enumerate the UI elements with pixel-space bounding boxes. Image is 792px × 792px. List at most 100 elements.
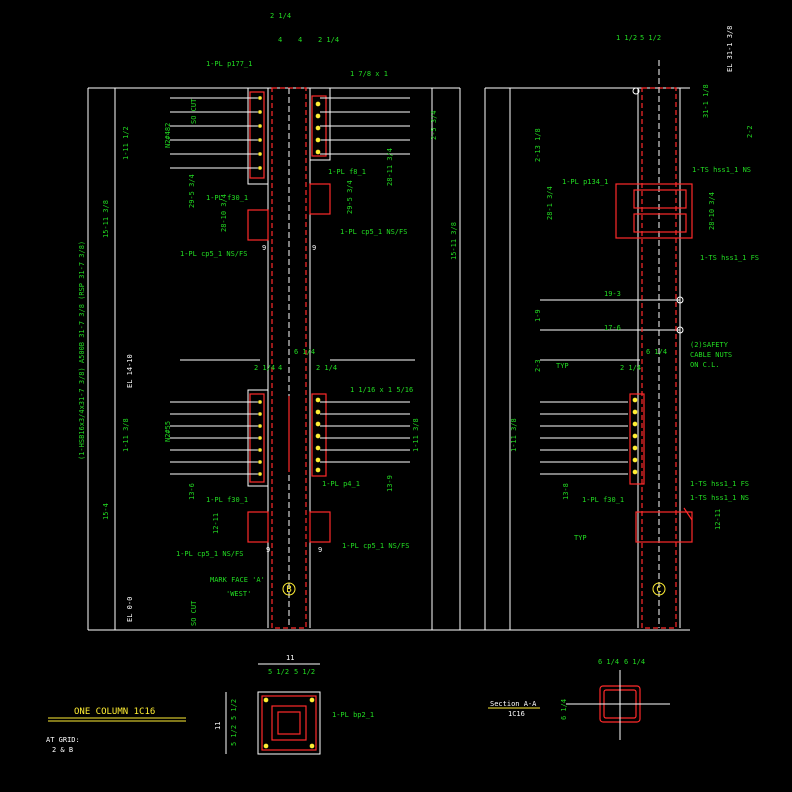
rvdim-0: 2-13 1/8 — [534, 128, 542, 162]
rvdim-1: 28-1 3/4 — [546, 186, 554, 220]
bolts-mid-label: N2#55 — [164, 421, 172, 442]
weld-2: 1 1/16 x 1 5/16 — [350, 386, 413, 394]
rdim-mid-2: 6 1/4 — [646, 348, 667, 356]
label-pl-bp2: 1-PL bp2_1 — [332, 711, 374, 719]
dim-mid-1: 2 1/4 — [254, 364, 275, 372]
el-bot-label: EL 0-0 — [126, 597, 134, 622]
frame-lines — [87, 87, 690, 631]
vdim-6: 15-4 — [102, 503, 110, 520]
weld-1: 1 7/8 x 1 — [350, 70, 388, 78]
el-top-right: EL 31-1 3/8 — [726, 26, 734, 72]
dim-end-1: 9 — [262, 244, 266, 252]
vdim-4: 1-11 3/8 — [122, 418, 130, 452]
drawing-title: ONE COLUMN 1C16 — [74, 707, 155, 717]
dim-end-2: 9 — [312, 244, 316, 252]
bolts-top-label: N2#482 — [164, 123, 172, 148]
grid-ids: 2 & B — [52, 746, 73, 754]
vdim-12: 1-11 3/8 — [412, 418, 420, 452]
el-top-label: EL 14-10 — [126, 354, 134, 388]
rvdim-3: 13-8 — [562, 483, 570, 500]
label-pl-f8: 1-PL f8_1 — [328, 168, 366, 176]
vdim-13: 13-9 — [386, 475, 394, 492]
grid-bubble-c-label: C — [656, 585, 661, 595]
label-pl-cp5-left-top: 1-PL cp5_1 NS/FS — [180, 250, 247, 258]
so-cut-top: SO CUT — [190, 98, 198, 124]
dim-mid-2: 4 — [278, 364, 282, 372]
hole-marker-icon-2 — [676, 326, 684, 334]
bp-dim-top-2: 5 1/2 — [294, 668, 315, 676]
vdim-10: 29-5 3/4 — [346, 180, 354, 214]
vdim-2: 28-10 3/4 — [220, 194, 228, 232]
label-pl-top: 1-PL p177_1 — [206, 60, 252, 68]
dim-2-2: 2-2 — [746, 125, 754, 138]
safety-note-1: (2)SAFETY — [690, 341, 729, 349]
dim-17-6: 17-6 — [604, 324, 621, 332]
right-column: C — [540, 60, 693, 629]
grid-bubble-b — [282, 582, 296, 596]
section-detail — [488, 670, 670, 740]
long-member-label: (1-HSB16x3/4x31-7 3/8) A500B 31-7 3/8 (R… — [78, 241, 86, 460]
sec-dim-1: 6 1/4 — [598, 658, 619, 666]
label-ts-fs: 1-TS hss1_1 FS — [700, 254, 759, 262]
vdim-7: 12-11 — [212, 513, 220, 534]
hole-marker-icon — [676, 296, 684, 304]
dim-top-3: 4 — [298, 36, 302, 44]
rvdim-2: 1-11 3/8 — [510, 418, 518, 452]
section-ref: 1C16 — [508, 710, 525, 718]
mark-face-dir: 'WEST' — [226, 590, 251, 598]
vdim-3: 15-11 3/8 — [102, 200, 110, 238]
sec-dim-3: 6 1/4 — [560, 699, 568, 720]
grid-bubble-c — [652, 582, 666, 596]
rdim-top-1: 1 1/2 — [616, 34, 637, 42]
bp-dim-left-total: 11 — [214, 722, 222, 730]
label-ts-ns-bot: 1-TS hss1_1 NS — [690, 494, 749, 502]
top-marker-icon — [632, 87, 640, 95]
left-column: B — [170, 87, 410, 629]
dim-end-4: 9 — [318, 546, 322, 554]
at-grid-label: AT GRID: — [46, 736, 80, 744]
vdim-11: 15-11 3/8 — [450, 222, 458, 260]
vdim-9: 28-11 3/4 — [386, 148, 394, 186]
vdim-0: 1-11 1/2 — [122, 126, 130, 160]
rdim-mid-1: 2 1/4 — [620, 364, 641, 372]
bolt-rows-top — [170, 97, 410, 169]
vdim-8: 2-5 3/4 — [430, 110, 438, 140]
dim-top-2: 4 — [278, 36, 282, 44]
rdim-top-2: 5 1/2 — [640, 34, 661, 42]
label-pl-p134: 1-PL p134_1 — [562, 178, 608, 186]
safety-note-3: ON C.L. — [690, 361, 720, 369]
bp-dim-top-total: 11 — [286, 654, 294, 662]
label-pl-f30-bot: 1-PL f30_1 — [206, 496, 248, 504]
dim-2-3: 2-3 — [534, 359, 542, 372]
typ-label-2: TYP — [574, 534, 587, 542]
dim-top-1: 2 1/4 — [270, 12, 291, 20]
label-ts-fs-bot: 1-TS hss1_1 FS — [690, 480, 749, 488]
mark-face-label: MARK FACE 'A' — [210, 576, 265, 584]
grid-bubble-b-label: B — [286, 585, 291, 595]
label-ts-ns: 1-TS hss1_1 NS — [692, 166, 751, 174]
dim-19-3: 19-3 — [604, 290, 621, 298]
label-pl-p4: 1-PL p4_1 — [322, 480, 360, 488]
sec-dim-2: 6 1/4 — [624, 658, 645, 666]
section-title: Section A-A — [490, 700, 537, 708]
dim-top-4: 2 1/4 — [318, 36, 339, 44]
label-pl-f30-top: 1-PL f30_1 — [206, 194, 248, 202]
rvdim-6: 12-11 — [714, 509, 722, 530]
bp-dim-left-2: 5 1/2 — [230, 725, 238, 746]
safety-note-2: CABLE NUTS — [690, 351, 732, 359]
dim-mid-4: 2 1/4 — [316, 364, 337, 372]
typ-label-1: TYP — [556, 362, 569, 370]
so-cut-bot: SO CUT — [190, 600, 198, 626]
label-pl-cp5-right-top: 1-PL cp5_1 NS/FS — [340, 228, 407, 236]
vdim-1: 29-5 3/4 — [188, 174, 196, 208]
bolt-rows-mid — [170, 401, 410, 475]
bp-dim-top-1: 5 1/2 — [268, 668, 289, 676]
bolt-heads-left — [257, 95, 321, 477]
rvdim-4: 31-1 1/8 — [702, 84, 710, 118]
label-pl-f30-right: 1-PL f30_1 — [582, 496, 624, 504]
label-pl-cp5-right-bot: 1-PL cp5_1 NS/FS — [342, 542, 409, 550]
bp-dim-left-1: 5 1/2 — [230, 699, 238, 720]
rvdim-5: 28-10 3/4 — [708, 192, 716, 230]
